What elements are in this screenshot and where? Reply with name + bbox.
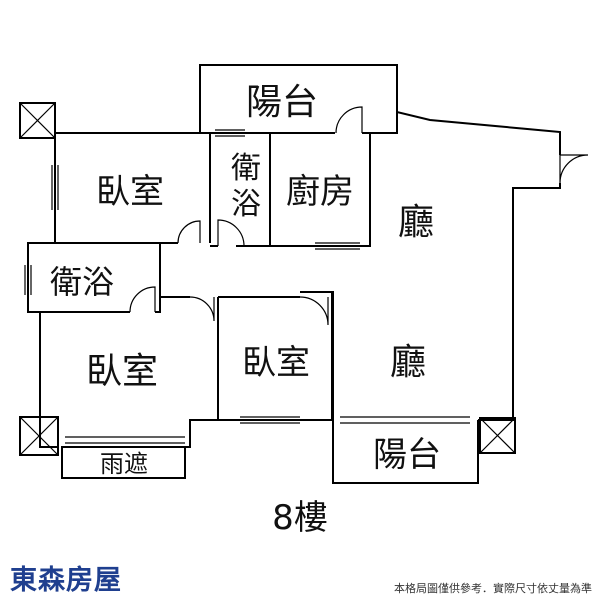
outer-wall-top [55, 110, 561, 421]
door-arc-bedroom-top [177, 220, 201, 244]
door-arc-bath-left [129, 286, 156, 313]
outer-wall-right-lower [61, 291, 479, 484]
bath-left-walls [28, 297, 161, 313]
brand-logo-text: 東森房屋 [10, 565, 122, 596]
label-bath-left: 衛浴 [50, 263, 114, 301]
door-arc-bedroom-mid [299, 296, 329, 326]
disclaimer-text: 本格局圖僅供參考．實際尺寸依丈量為準 [394, 582, 592, 595]
label-canopy: 雨遮 [100, 450, 148, 478]
door-arc-bedroom-left [189, 296, 215, 322]
label-balcony-bottom: 陽台 [373, 435, 441, 475]
label-bedroom-top: 臥室 [96, 172, 164, 212]
label-bath-top-line1: 衛 [231, 151, 261, 186]
label-bedroom-bottom-left: 臥室 [86, 351, 158, 392]
bedroom-bottom-mid-walls [217, 296, 300, 420]
kitchen-walls [270, 133, 371, 247]
label-bath-top-line2: 浴 [231, 187, 261, 222]
label-bedroom-bottom-mid: 臥室 [242, 343, 310, 383]
floor-label: 8樓 [272, 498, 328, 538]
windows [24, 129, 470, 444]
label-balcony-top: 陽台 [246, 82, 318, 123]
entry-door-arc [559, 154, 589, 184]
label-kitchen: 廚房 [286, 172, 354, 212]
column-top-left [19, 102, 56, 139]
outer-wall-left [27, 138, 58, 448]
label-living-bottom: 廳 [390, 342, 426, 383]
label-living-top: 廳 [398, 202, 434, 243]
column-bottom-right [479, 417, 516, 454]
balcony-top-outline [199, 64, 398, 133]
door-arc-bath-top [217, 219, 245, 247]
bedroom-top-walls [55, 133, 211, 298]
door-arc-balcony [335, 106, 363, 134]
